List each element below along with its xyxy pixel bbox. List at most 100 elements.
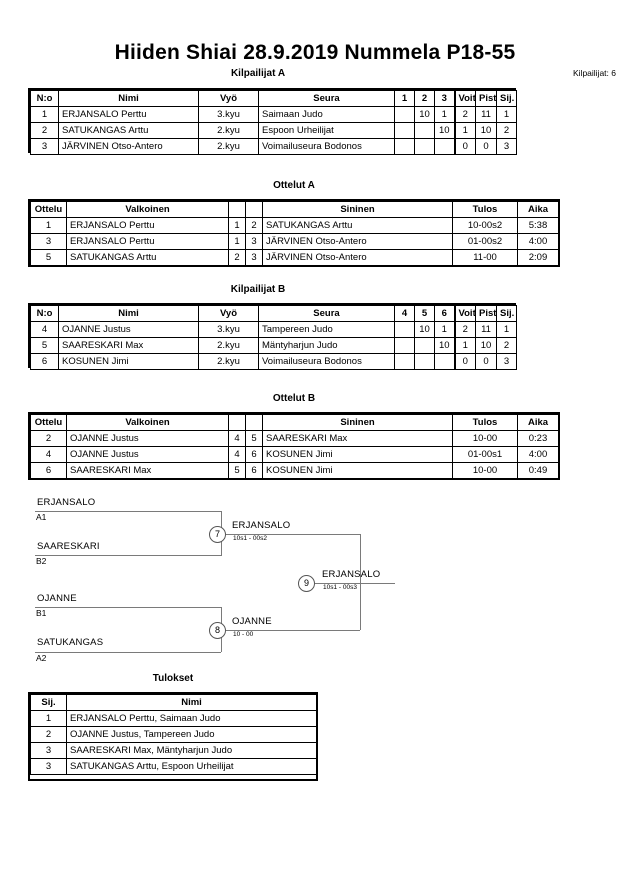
matches-a-cell-result: 10-00s2 <box>452 217 518 234</box>
table-row: 5 SATUKANGAS Arttu 2 3 JÄRVINEN Otso-Ant… <box>30 249 559 266</box>
results-cell-name: ERJANSALO Perttu, Saimaan Judo <box>66 710 317 727</box>
pool-a-th-belt: Vyö <box>198 90 259 107</box>
matches-b-cell-match: 4 <box>30 446 67 463</box>
pool-b-cell-m2: 10 <box>414 321 435 338</box>
matches-b-cell-white: OJANNE Justus <box>66 430 229 447</box>
matches-b-cell-blue-no: 5 <box>245 430 263 447</box>
pool-b-th-name: Nimi <box>58 305 199 322</box>
matches-b-cell-match: 2 <box>30 430 67 447</box>
bracket-winner-name: OJANNE <box>232 616 272 627</box>
bracket-entry-seed: B1 <box>36 608 47 618</box>
bracket-entry-seed: A2 <box>36 653 47 663</box>
pool-a-cell-belt: 2.kyu <box>198 122 259 139</box>
matches-b-header-row: Ottelu Valkoinen Sininen Tulos Aika <box>30 414 559 431</box>
pool-a-header-row: N:o Nimi Vyö Seura 1 2 3 Voit. Pist. Sij… <box>30 90 517 107</box>
bracket-match-node-8: 8 <box>209 622 226 639</box>
matches-b-cell-blue-no: 6 <box>245 446 263 463</box>
pool-b-cell-rank: 2 <box>496 337 517 354</box>
pool-a-th-no: N:o <box>30 90 59 107</box>
bracket-entry-name: SATUKANGAS <box>37 637 104 648</box>
bracket-entry-name: SAARESKARI <box>37 541 100 552</box>
results-th-name: Nimi <box>66 694 317 711</box>
matches-b-cell-match: 6 <box>30 462 67 479</box>
matches-b-th-spacer2 <box>245 414 263 431</box>
matches-a-cell-white: ERJANSALO Perttu <box>66 233 229 250</box>
matches-a-cell-white-no: 1 <box>228 233 246 250</box>
page-title: Hiiden Shiai 28.9.2019 Nummela P18-55 <box>114 41 516 64</box>
pool-a-th-points: Pist. <box>475 90 497 107</box>
bracket-connector <box>35 607 221 608</box>
pool-b-cell-name: OJANNE Justus <box>58 321 199 338</box>
pool-b-cell-wins: 1 <box>453 337 476 354</box>
pool-a-table: N:o Nimi Vyö Seura 1 2 3 Voit. Pist. Sij… <box>30 90 517 155</box>
table-row: 4 OJANNE Justus 4 6 KOSUNEN Jimi 01-00s1… <box>30 446 559 463</box>
pool-b-cell-belt: 2.kyu <box>198 337 259 354</box>
matches-a-cell-blue: SATUKANGAS Arttu <box>262 217 453 234</box>
matches-a-cell-blue-no: 3 <box>245 233 263 250</box>
table-row: 1 ERJANSALO Perttu 1 2 SATUKANGAS Arttu … <box>30 217 559 234</box>
table-row: 3 SAARESKARI Max, Mäntyharjun Judo <box>30 742 317 759</box>
matches-b-cell-blue: SAARESKARI Max <box>262 430 453 447</box>
matches-b-cell-white: SAARESKARI Max <box>66 462 229 479</box>
table-row: 1 ERJANSALO Perttu 3.kyu Saimaan Judo 10… <box>30 106 517 123</box>
table-row: 3 ERJANSALO Perttu 1 3 JÄRVINEN Otso-Ant… <box>30 233 559 250</box>
pool-a-cell-name: JÄRVINEN Otso-Antero <box>58 138 199 155</box>
matches-b-cell-time: 0:23 <box>517 430 559 447</box>
bracket-entry-seed: B2 <box>36 556 47 566</box>
matches-a-cell-time: 4:00 <box>517 233 559 250</box>
pool-a-cell-no: 1 <box>30 106 59 123</box>
pool-b-th-wins: Voit. <box>453 305 476 322</box>
matches-a-cell-match: 5 <box>30 249 67 266</box>
pool-b-cell-no: 5 <box>30 337 59 354</box>
pool-a-cell-wins: 2 <box>453 106 476 123</box>
pool-a-cell-rank: 3 <box>496 138 517 155</box>
pool-a-cell-club: Saimaan Judo <box>258 106 395 123</box>
matches-a-cell-white: ERJANSALO Perttu <box>66 217 229 234</box>
matches-a-table: Ottelu Valkoinen Sininen Tulos Aika 1 ER… <box>30 201 559 266</box>
matches-b-th-spacer1 <box>228 414 246 431</box>
bracket-match-score: 10 - 00 <box>233 631 254 638</box>
matches-a-cell-match: 1 <box>30 217 67 234</box>
matches-b-cell-result: 01-00s1 <box>452 446 518 463</box>
table-row: 6 SAARESKARI Max 5 6 KOSUNEN Jimi 10-00 … <box>30 462 559 479</box>
pool-a-cell-m2 <box>414 138 435 155</box>
pool-a-th-m2: 2 <box>414 90 435 107</box>
pool-a-cell-points: 0 <box>475 138 497 155</box>
table-row: 6 KOSUNEN Jimi 2.kyu Voimailuseura Bodon… <box>30 353 517 370</box>
bracket-match-node-9: 9 <box>298 575 315 592</box>
pool-b-th-points: Pist. <box>475 305 497 322</box>
matches-a-cell-time: 2:09 <box>517 249 559 266</box>
results-cell-name: SAARESKARI Max, Mäntyharjun Judo <box>66 742 317 759</box>
table-row: 2 OJANNE Justus, Tampereen Judo <box>30 726 317 743</box>
matches-b-cell-white: OJANNE Justus <box>66 446 229 463</box>
matches-a-cell-blue: JÄRVINEN Otso-Antero <box>262 233 453 250</box>
pool-b-cell-m3 <box>434 353 455 370</box>
pool-b-cell-m3: 1 <box>434 321 455 338</box>
matches-b-table: Ottelu Valkoinen Sininen Tulos Aika 2 OJ… <box>30 414 559 479</box>
matches-b-cell-time: 4:00 <box>517 446 559 463</box>
matches-a-cell-match: 3 <box>30 233 67 250</box>
pool-a-th-club: Seura <box>258 90 395 107</box>
pool-b-th-m1: 4 <box>394 305 415 322</box>
pool-a-th-m3: 3 <box>434 90 455 107</box>
pool-b-cell-wins: 2 <box>453 321 476 338</box>
matches-a-cell-white-no: 1 <box>228 217 246 234</box>
pool-b-caption: Kilpailijat B <box>230 284 286 295</box>
pool-b-cell-club: Mäntyharjun Judo <box>258 337 395 354</box>
pool-b-cell-m3: 10 <box>434 337 455 354</box>
matches-b-th-time: Aika <box>517 414 559 431</box>
pool-a-cell-m2: 10 <box>414 106 435 123</box>
results-cell-rank: 2 <box>30 726 67 743</box>
matches-b-th-blue: Sininen <box>262 414 453 431</box>
bracket-connector <box>360 534 361 630</box>
table-row: 2 SATUKANGAS Arttu 2.kyu Espoon Urheilij… <box>30 122 517 139</box>
pool-b-cell-name: SAARESKARI Max <box>58 337 199 354</box>
pool-a-cell-belt: 2.kyu <box>198 138 259 155</box>
matches-b-th-match: Ottelu <box>30 414 67 431</box>
pool-a-cell-m3: 1 <box>434 106 455 123</box>
pool-b-cell-m1 <box>394 337 415 354</box>
results-cell-rank: 1 <box>30 710 67 727</box>
matches-b-cell-time: 0:49 <box>517 462 559 479</box>
pool-a-cell-name: ERJANSALO Perttu <box>58 106 199 123</box>
pool-b-th-club: Seura <box>258 305 395 322</box>
